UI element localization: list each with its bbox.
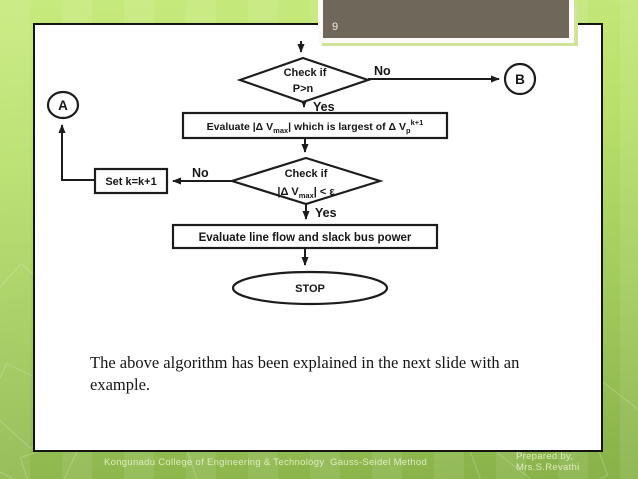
footer-author-line1: Prepared by, <box>516 451 574 462</box>
footer-author: Prepared by, Mrs.S.Revathi <box>516 451 580 473</box>
slide-number: 9 <box>332 21 339 33</box>
slide-number-box: 9 <box>318 0 574 43</box>
footer-institution: Kongunadu College of Engineering & Techn… <box>104 457 325 468</box>
slide-body-text: The above algorithm has been explained i… <box>90 353 520 394</box>
footer-topic: Gauss-Seidel Method <box>330 457 428 468</box>
footer-author-line2: Mrs.S.Revathi <box>516 461 580 473</box>
